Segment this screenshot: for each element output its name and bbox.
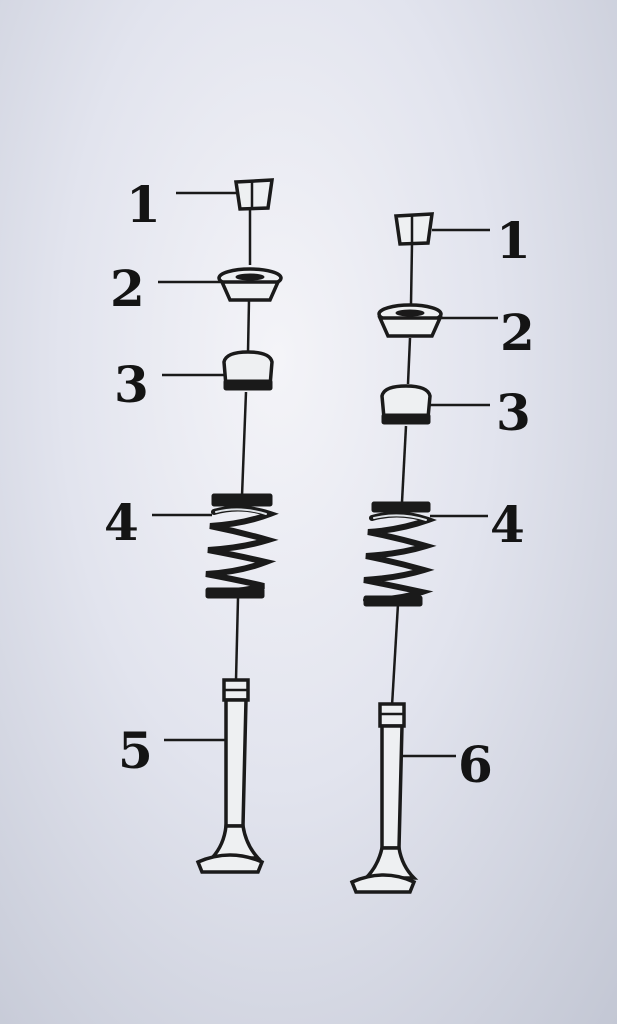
left-axis-line <box>234 597 240 681</box>
callout-label: 2 <box>500 303 535 362</box>
right-part-retainer <box>377 303 443 338</box>
left-part-retainer <box>217 267 283 302</box>
callout-label: 6 <box>458 735 493 794</box>
callout-label: 2 <box>110 259 145 318</box>
right-part-valve <box>349 702 419 894</box>
right-part-spring <box>363 501 437 607</box>
callout-label: 3 <box>114 355 149 414</box>
left-part-seal <box>222 350 274 391</box>
callout-label: 1 <box>126 175 161 234</box>
right-axis-line <box>390 603 400 707</box>
left-part-spring <box>205 493 279 599</box>
right-part-seal <box>380 384 432 425</box>
right-part-cotter <box>393 212 435 246</box>
callout-label: 1 <box>496 211 531 270</box>
right-axis-line <box>406 337 412 385</box>
left-axis-line <box>240 391 248 497</box>
left-part-valve <box>195 678 265 874</box>
callout-label: 5 <box>118 721 153 780</box>
callout-label: 4 <box>490 495 525 554</box>
left-assembly: 1 2 3 4 5 <box>104 175 283 874</box>
right-assembly: 1 2 3 4 6 <box>349 211 535 894</box>
left-part-cotter <box>233 178 275 211</box>
left-axis-line <box>246 299 251 353</box>
callout-label: 4 <box>104 493 139 552</box>
right-axis-line <box>409 243 414 305</box>
callout-label: 3 <box>496 383 531 442</box>
right-axis-line <box>400 425 408 503</box>
